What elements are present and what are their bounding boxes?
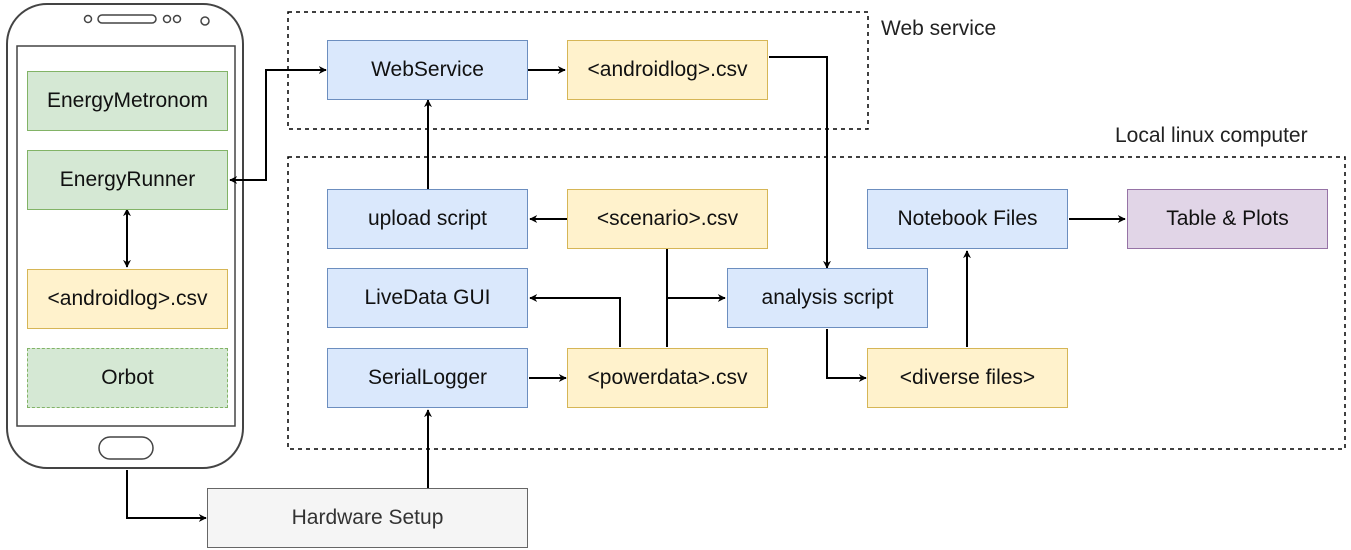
- webservice-node: WebService: [327, 40, 528, 100]
- phone-home-button: [98, 436, 154, 460]
- hardware-setup-node: Hardware Setup: [207, 488, 528, 548]
- phone-speaker: [97, 14, 157, 24]
- web-service-group-label: Web service: [881, 17, 997, 40]
- analysis-script-node: analysis script: [727, 268, 928, 328]
- web-service-frame: [287, 11, 869, 130]
- phone-sensor-dot: [162, 14, 172, 24]
- upload-script-node: upload script: [327, 189, 528, 249]
- edge-phone-hardware: [126, 470, 207, 522]
- web-androidlog-node: <androidlog>.csv: [567, 40, 768, 100]
- orbot-node: Orbot: [27, 348, 228, 408]
- table-plots-node: Table & Plots: [1127, 189, 1328, 249]
- diverse-files-node: <diverse files>: [867, 348, 1068, 408]
- phone-androidlog-node: <androidlog>.csv: [27, 269, 228, 329]
- notebook-files-node: Notebook Files: [867, 189, 1068, 249]
- local-computer-group-label: Local linux computer: [1115, 124, 1308, 147]
- phone-camera: [200, 16, 210, 26]
- edge-powerdata-livedata: [529, 294, 621, 347]
- scenario-csv-node: <scenario>.csv: [567, 189, 768, 249]
- phone-sensor-dot: [83, 14, 93, 24]
- energy-metronom-node: EnergyMetronom: [27, 71, 228, 131]
- edge-energyrunner-webservice: [229, 66, 327, 184]
- edge-weblog-analysis: [769, 56, 831, 269]
- energy-runner-node: EnergyRunner: [27, 150, 228, 210]
- serial-logger-node: SerialLogger: [327, 348, 528, 408]
- powerdata-csv-node: <powerdata>.csv: [567, 348, 768, 408]
- edge-analysis-diverse: [826, 329, 867, 382]
- local-computer-frame: [287, 156, 1346, 450]
- phone-sensor-dot: [172, 14, 182, 24]
- livedata-gui-node: LiveData GUI: [327, 268, 528, 328]
